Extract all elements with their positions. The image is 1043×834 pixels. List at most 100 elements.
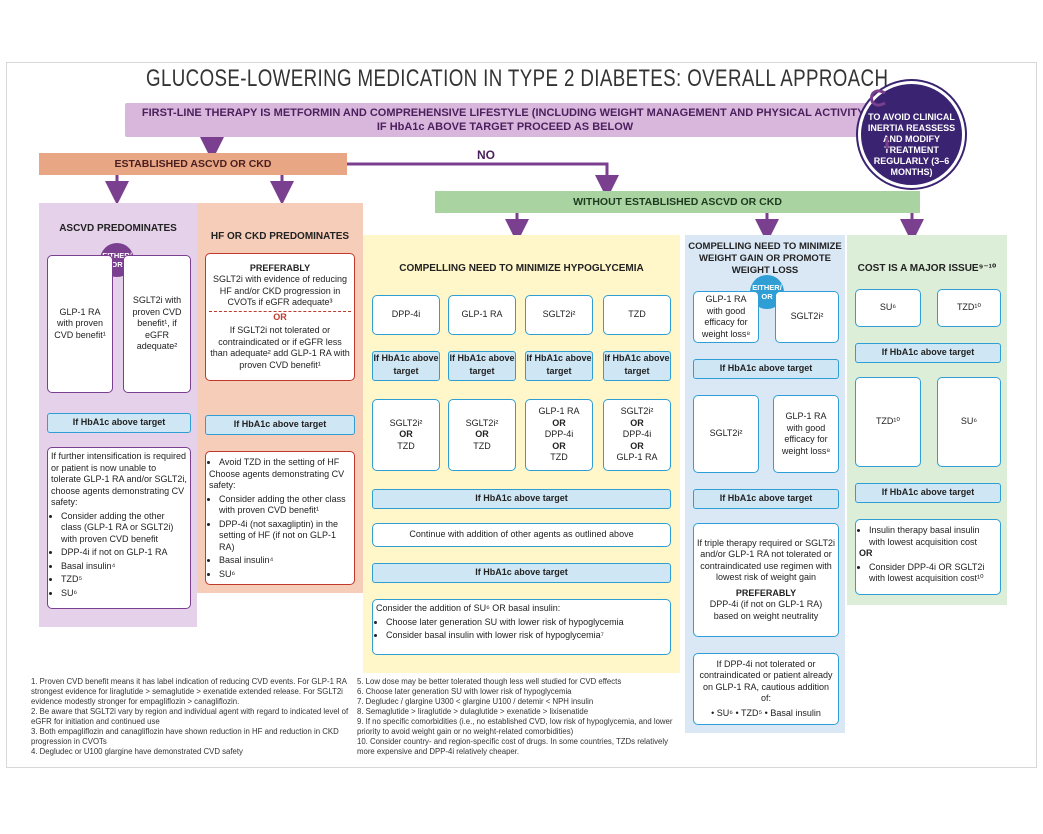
ascvd-above-target: If HbA1c above target xyxy=(47,413,191,433)
hypo-drug-sglt2i: SGLT2i² xyxy=(525,295,593,335)
weight-final-options: • SU⁶ • TZD⁵ • Basal insulin xyxy=(711,707,821,718)
hypo-above-target: If HbA1c above target xyxy=(603,351,671,381)
cost-drug-su: SU⁶ xyxy=(855,289,921,327)
second-option: TZD xyxy=(473,440,491,451)
weight-above-target: If HbA1c above target xyxy=(693,359,839,379)
second-option: DPP-4i xyxy=(622,429,652,440)
second-or: OR xyxy=(630,440,644,451)
second-option: GLP-1 RA xyxy=(538,406,580,417)
hf-header: HF OR CKD PREDOMINATES xyxy=(210,231,350,242)
hypo-drug-dpp4i: DPP-4i xyxy=(372,295,440,335)
hypo-second-sglt2i: GLP-1 RA OR DPP-4i OR TZD xyxy=(525,399,593,471)
hypo-consider: Consider the addition of SU⁶ OR basal in… xyxy=(376,603,561,613)
ascvd-header: ASCVD PREDOMINATES xyxy=(59,223,177,234)
cost-second-tzd: TZD¹⁰ xyxy=(855,377,921,467)
hypo-second-dpp4i: SGLT2i² OR TZD xyxy=(372,399,440,471)
second-option: TZD xyxy=(550,452,568,463)
weight-glp1-box: GLP-1 RA with good efficacy for weight l… xyxy=(693,291,759,343)
weight-sglt2i-box: SGLT2i² xyxy=(775,291,839,343)
ascvd-item: Basal insulin⁴ xyxy=(61,561,187,573)
weight-preferably: PREFERABLY xyxy=(735,587,797,598)
weight-second-sglt2i: SGLT2i² xyxy=(693,395,759,473)
weight-if-dpp-text: If DPP-4i not tolerated or contraindicat… xyxy=(699,658,833,704)
hypo-item: Consider basal insulin with lower risk o… xyxy=(386,630,624,642)
ascvd-item: DPP-4i if not on GLP-1 RA xyxy=(61,547,187,559)
hf-alt-text: If SGLT2i not tolerated or contraindicat… xyxy=(210,325,350,370)
footnote: 1. Proven CVD benefit means it has label… xyxy=(31,677,347,706)
second-or: OR xyxy=(630,417,644,428)
hf-or-divider: OR xyxy=(209,310,351,324)
hypo-continue-box: Continue with addition of other agents a… xyxy=(372,523,671,547)
hf-pref-text: SGLT2i with evidence of reducing HF and/… xyxy=(213,274,347,308)
ascvd-item: TZD⁵ xyxy=(61,574,187,586)
second-option: DPP-4i xyxy=(544,429,574,440)
ascvd-sglt2i-box: SGLT2i with proven CVD benefit¹, if eGFR… xyxy=(123,255,191,393)
hf-preferably-box: PREFERABLY SGLT2i with evidence of reduc… xyxy=(205,253,355,381)
second-option: SGLT2i² xyxy=(465,417,499,428)
hf-avoid-tzd: Avoid TZD in the setting of HF xyxy=(219,457,339,469)
footnotes-right: 5. Low dose may be better tolerated thou… xyxy=(357,677,682,757)
footnote: 2. Be aware that SGLT2i vary by region a… xyxy=(31,707,349,726)
footnote: 6. Choose later generation SU with lower… xyxy=(357,687,572,696)
footnote: 10. Consider country- and region-specifi… xyxy=(357,737,668,756)
hypo-item: Choose later generation SU with lower ri… xyxy=(386,617,624,629)
weight-second-glp1: GLP-1 RA with good efficacy for weight l… xyxy=(773,395,839,473)
hypo-above-target: If HbA1c above target xyxy=(525,351,593,381)
second-or: OR xyxy=(399,429,413,440)
reassess-circle: TO AVOID CLINICAL INERTIA REASSESS AND M… xyxy=(858,81,965,188)
weight-if-dpp-box: If DPP-4i not tolerated or contraindicat… xyxy=(693,653,839,725)
ascvd-item: Consider adding the other class (GLP-1 R… xyxy=(61,511,187,546)
footnote: 3. Both empagliflozin and canagliflozin … xyxy=(31,727,339,746)
hypo-consider-box: Consider the addition of SU⁶ OR basal in… xyxy=(372,599,671,655)
cost-consider: Consider DPP-4i OR SGLT2i with lowest ac… xyxy=(869,562,997,585)
cost-above-target: If HbA1c above target xyxy=(855,483,1001,503)
cost-header: COST IS A MAJOR ISSUE⁹⁻¹⁰ xyxy=(857,263,997,274)
ascvd-glp1-box: GLP-1 RA with proven CVD benefit¹ xyxy=(47,255,113,393)
cost-or: OR xyxy=(859,548,873,558)
hf-choose: Choose agents demonstrating CV safety: xyxy=(209,468,345,491)
cost-insulin: Insulin therapy basal insulin with lowes… xyxy=(869,525,997,548)
weight-above-target: If HbA1c above target xyxy=(693,489,839,509)
hypo-drug-tzd: TZD xyxy=(603,295,671,335)
cost-drug-tzd: TZD¹⁰ xyxy=(937,289,1001,327)
footnote: 7. Degludec / glargine U300 < glargine U… xyxy=(357,697,594,706)
footnote: 8. Semaglutide > liraglutide > dulagluti… xyxy=(357,707,589,716)
hf-above-target: If HbA1c above target xyxy=(205,415,355,435)
ascvd-item: SU⁶ xyxy=(61,588,187,600)
established-ascvd-banner: ESTABLISHED ASCVD OR CKD xyxy=(39,153,347,175)
hypo-header: COMPELLING NEED TO MINIMIZE HYPOGLYCEMIA xyxy=(399,263,644,274)
weight-triple-text: If triple therapy required or SGLT2i and… xyxy=(697,537,835,583)
footnote: 9. If no specific comorbidities (i.e., n… xyxy=(357,717,673,736)
hypo-above-target-wide: If HbA1c above target xyxy=(372,563,671,583)
hf-agents-box: Avoid TZD in the setting of HF Choose ag… xyxy=(205,451,355,585)
without-ascvd-banner: WITHOUT ESTABLISHED ASCVD OR CKD xyxy=(435,191,920,213)
hypo-drug-glp1: GLP-1 RA xyxy=(448,295,516,335)
hypo-above-target: If HbA1c above target xyxy=(372,351,440,381)
second-or: OR xyxy=(475,429,489,440)
hf-item: DPP-4i (not saxagliptin) in the setting … xyxy=(219,519,351,554)
hf-item: Basal insulin⁴ xyxy=(219,555,351,567)
ascvd-intensify-box: If further intensification is required o… xyxy=(47,447,191,609)
first-line-banner: FIRST-LINE THERAPY IS METFORMIN AND COMP… xyxy=(125,103,885,137)
second-option: TZD xyxy=(397,440,415,451)
diagram-frame: GLUCOSE-LOWERING MEDICATION IN TYPE 2 DI… xyxy=(6,62,1037,768)
second-or: OR xyxy=(552,417,566,428)
hypo-second-glp1: SGLT2i² OR TZD xyxy=(448,399,516,471)
footnote: 5. Low dose may be better tolerated thou… xyxy=(357,677,622,686)
hypo-second-tzd: SGLT2i² OR DPP-4i OR GLP-1 RA xyxy=(603,399,671,471)
hypo-above-target-wide: If HbA1c above target xyxy=(372,489,671,509)
weight-header: COMPELLING NEED TO MINIMIZE WEIGHT GAIN … xyxy=(688,241,842,276)
second-or: OR xyxy=(552,440,566,451)
footnotes-left: 1. Proven CVD benefit means it has label… xyxy=(31,677,349,757)
weight-triple-box: If triple therapy required or SGLT2i and… xyxy=(693,523,839,637)
ascvd-intensify-intro: If further intensification is required o… xyxy=(51,451,187,507)
weight-dpp-text: DPP-4i (if not on GLP-1 RA) based on wei… xyxy=(709,599,823,621)
first-line-proceed: IF HbA1c ABOVE TARGET PROCEED AS BELOW xyxy=(376,121,634,133)
page-title: GLUCOSE-LOWERING MEDICATION IN TYPE 2 DI… xyxy=(146,65,889,92)
cost-second-su: SU⁶ xyxy=(937,377,1001,467)
hf-item: SU⁶ xyxy=(219,569,351,581)
footnote: 4. Degludec or U100 glargine have demons… xyxy=(31,747,243,756)
second-option: GLP-1 RA xyxy=(616,452,658,463)
second-option: SGLT2i² xyxy=(620,406,654,417)
hf-item: Consider adding the other class with pro… xyxy=(219,494,351,517)
